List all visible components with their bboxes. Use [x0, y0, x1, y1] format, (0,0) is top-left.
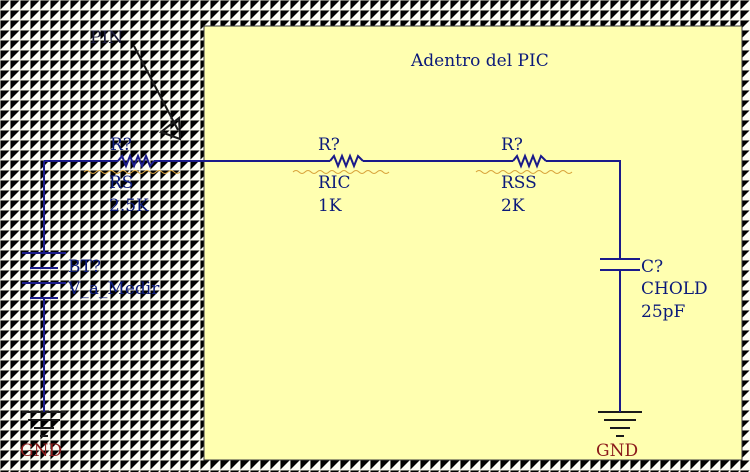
resistor-ric-designator: R?	[318, 135, 340, 155]
battery-bt[interactable]: BT? V_a_Medir	[22, 252, 160, 299]
capacitor-name: CHOLD	[641, 279, 708, 299]
resistor-rs[interactable]: R? RS 2.5K	[83, 135, 181, 216]
resistor-ric-value: 1K	[318, 196, 342, 216]
pic-internal-region[interactable]	[203, 25, 743, 461]
resistor-rs-designator: R?	[110, 135, 132, 155]
ground-right[interactable]: GND	[596, 390, 642, 461]
capacitor-designator: C?	[641, 257, 663, 277]
resistor-rss[interactable]: R? RSS 2K	[475, 135, 573, 216]
capacitor-value: 25pF	[641, 302, 686, 322]
resistor-rs-value: 2.5K	[109, 196, 149, 216]
ground-left-label: GND	[20, 441, 62, 461]
ground-right-label: GND	[596, 441, 638, 461]
pin-label: PIN	[90, 28, 123, 48]
resistor-rss-value: 2K	[501, 196, 525, 216]
pic-region-title: Adentro del PIC	[410, 51, 549, 71]
resistor-rss-designator: R?	[501, 135, 523, 155]
battery-designator: BT?	[68, 257, 101, 277]
resistor-ric[interactable]: R? RIC 1K	[292, 135, 390, 216]
ground-left[interactable]: GND	[20, 390, 66, 461]
capacitor-chold[interactable]: C? CHOLD 25pF	[600, 257, 708, 322]
resistor-ric-name: RIC	[318, 173, 351, 193]
resistor-rs-name: RS	[109, 173, 133, 193]
battery-name: V_a_Medir	[67, 279, 160, 299]
pin-pointer: PIN	[90, 28, 182, 141]
wire-top	[44, 160, 621, 259]
resistor-rss-name: RSS	[501, 173, 537, 193]
